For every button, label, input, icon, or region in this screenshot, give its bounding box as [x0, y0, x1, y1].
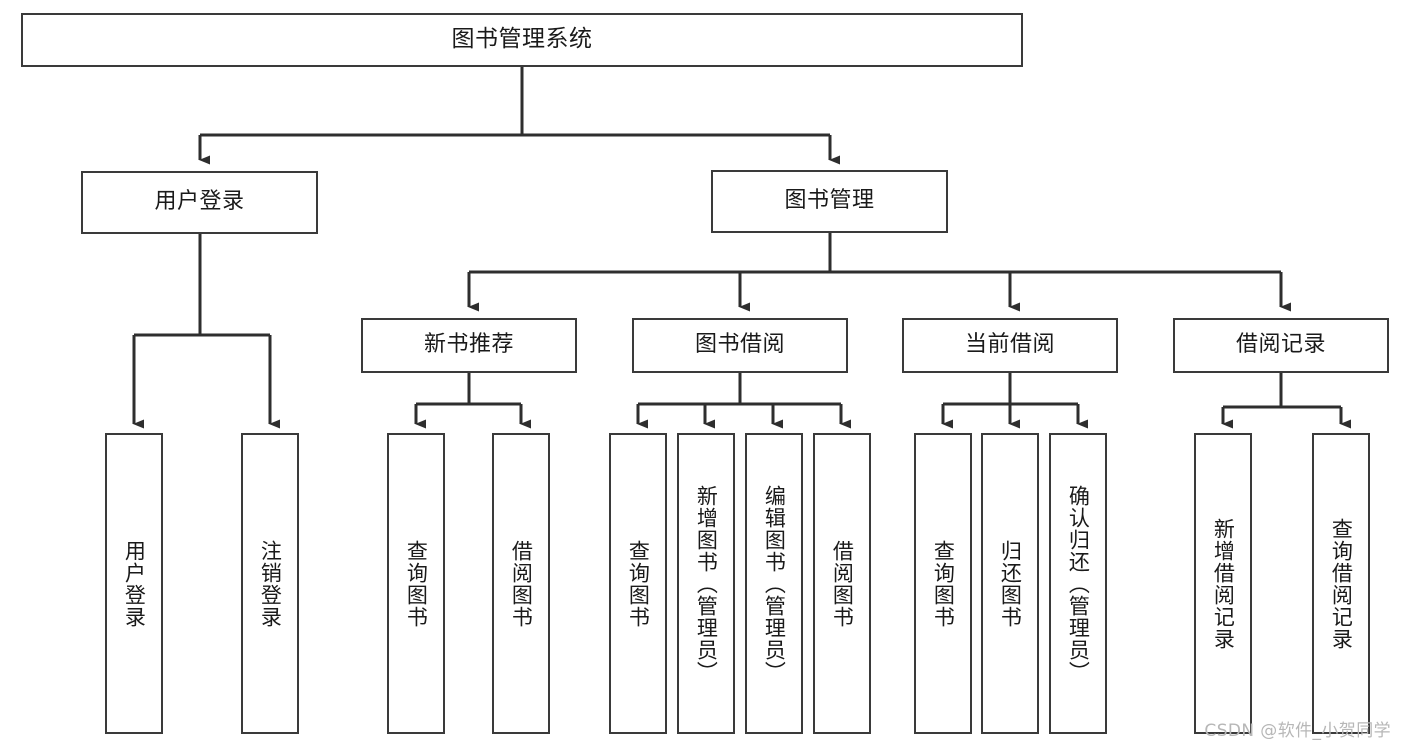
leaf-new-book-query-label: 查询图书 [404, 539, 429, 628]
node-new-book-recommend[interactable]: 新书推荐 [361, 318, 577, 373]
node-root-label: 图书管理系统 [451, 26, 593, 53]
leaf-current-borrow-query[interactable]: 查询图书 [914, 433, 972, 734]
node-current-borrow[interactable]: 当前借阅 [902, 318, 1118, 373]
leaf-user-login-login-label: 用户登录 [122, 539, 147, 628]
leaf-current-borrow-query-label: 查询图书 [931, 539, 956, 628]
node-root-book-management-system[interactable]: 图书管理系统 [21, 13, 1023, 67]
node-borrow-record-label: 借阅记录 [1235, 332, 1326, 358]
leaf-book-borrow-edit-label: 编辑图书（管理员） [762, 484, 787, 683]
node-borrow-record[interactable]: 借阅记录 [1173, 318, 1389, 373]
leaf-user-login-logout[interactable]: 注销登录 [241, 433, 299, 734]
leaf-book-borrow-borrow[interactable]: 借阅图书 [813, 433, 871, 734]
leaf-borrow-record-query-label: 查询借阅记录 [1329, 517, 1354, 650]
leaf-book-borrow-add[interactable]: 新增图书（管理员） [677, 433, 735, 734]
node-current-borrow-label: 当前借阅 [964, 332, 1055, 358]
leaf-book-borrow-query-label: 查询图书 [626, 539, 651, 628]
leaf-new-book-borrow[interactable]: 借阅图书 [492, 433, 550, 734]
leaf-current-borrow-return-label: 归还图书 [998, 539, 1023, 628]
leaf-book-borrow-borrow-label: 借阅图书 [830, 539, 855, 628]
leaf-book-borrow-add-label: 新增图书（管理员） [694, 484, 719, 683]
leaf-new-book-query[interactable]: 查询图书 [387, 433, 445, 734]
leaf-borrow-record-query[interactable]: 查询借阅记录 [1312, 433, 1370, 734]
leaf-new-book-borrow-label: 借阅图书 [509, 539, 534, 628]
node-user-login[interactable]: 用户登录 [81, 171, 318, 234]
leaf-current-borrow-confirm-return-label: 确认归还（管理员） [1066, 484, 1091, 683]
leaf-current-borrow-return[interactable]: 归还图书 [981, 433, 1039, 734]
leaf-book-borrow-query[interactable]: 查询图书 [609, 433, 667, 734]
leaf-book-borrow-edit[interactable]: 编辑图书（管理员） [745, 433, 803, 734]
watermark-csdn: CSDN @软件_小贺同学 [1204, 721, 1391, 741]
node-book-borrow[interactable]: 图书借阅 [632, 318, 848, 373]
leaf-user-login-login[interactable]: 用户登录 [105, 433, 163, 734]
node-user-login-label: 用户登录 [154, 189, 245, 215]
node-book-borrow-label: 图书借阅 [694, 332, 785, 358]
leaf-borrow-record-add-label: 新增借阅记录 [1211, 517, 1236, 650]
node-new-book-recommend-label: 新书推荐 [423, 332, 514, 358]
node-book-management[interactable]: 图书管理 [711, 170, 948, 233]
leaf-current-borrow-confirm-return[interactable]: 确认归还（管理员） [1049, 433, 1107, 734]
leaf-user-login-logout-label: 注销登录 [258, 539, 283, 628]
node-book-management-label: 图书管理 [784, 188, 875, 214]
leaf-borrow-record-add[interactable]: 新增借阅记录 [1194, 433, 1252, 734]
